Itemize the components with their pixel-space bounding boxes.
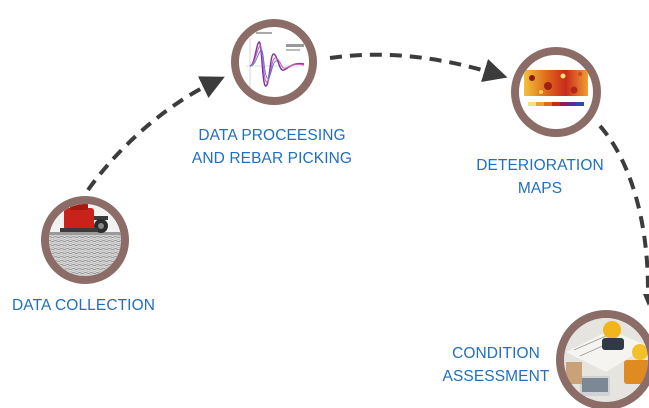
arrow-deterioration-to-assessment <box>598 124 649 291</box>
stage-label-line: DETERIORATION <box>476 157 604 174</box>
stage-label-line: CONDITION <box>452 345 540 362</box>
deterioration-map-image <box>511 47 601 137</box>
condition-assessment-image <box>556 310 649 408</box>
stage-label-line: AND REBAR PICKING <box>191 150 353 167</box>
stage-label-line: ASSESSMENT <box>442 368 550 385</box>
arrowhead-assessment <box>643 294 649 306</box>
stage-label-deterioration-maps: DETERIORATION MAPS <box>460 154 620 200</box>
arrow-collection-to-processing <box>86 76 225 192</box>
stage-label-data-processing: DATA PROCEESING AND REBAR PICKING <box>176 124 368 170</box>
data-collection-image <box>41 196 129 284</box>
stage-label-condition-assessment: CONDITION ASSESSMENT <box>434 342 558 388</box>
stage-label-line: DATA PROCEESING <box>198 127 346 144</box>
signal-plot-image <box>231 19 317 105</box>
arrow-processing-to-deterioration <box>329 52 508 82</box>
stage-label-line: MAPS <box>517 180 563 197</box>
stage-label-line: DATA COLLECTION <box>12 297 156 314</box>
stage-label-data-collection: DATA COLLECTION <box>12 294 155 317</box>
